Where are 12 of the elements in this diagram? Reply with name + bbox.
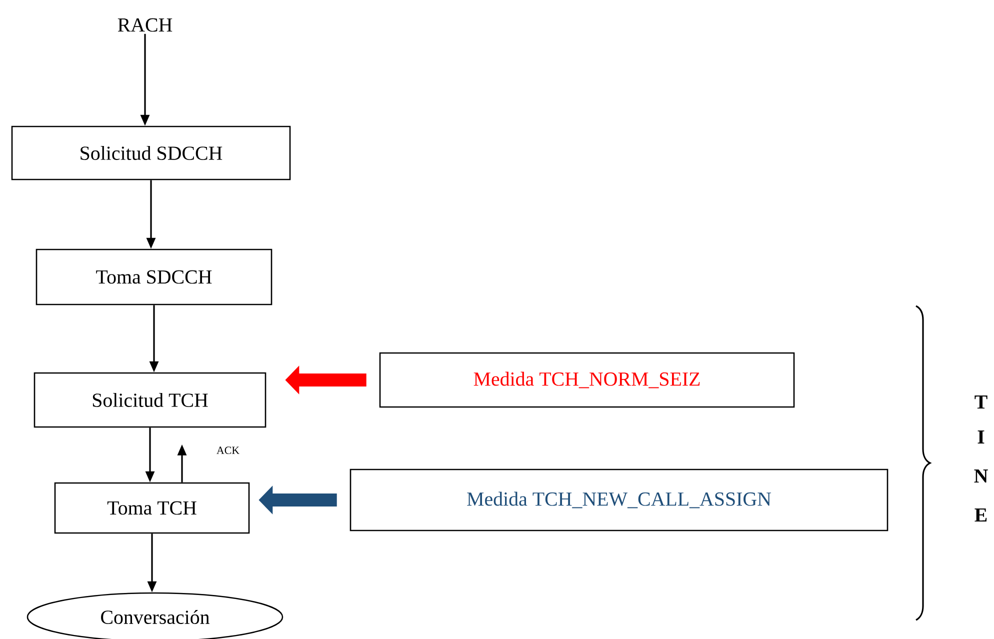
process-box: Solicitud TCH bbox=[34, 372, 266, 428]
letter: E bbox=[974, 508, 987, 522]
process-box: Toma SDCCH bbox=[36, 248, 272, 306]
process-box: Medida TCH_NORM_SEIZ bbox=[379, 352, 795, 408]
process-box: Toma TCH bbox=[54, 482, 250, 534]
letter: T bbox=[974, 395, 988, 409]
flow-label: RACH bbox=[118, 18, 172, 32]
process-box: Solicitud SDCCH bbox=[11, 126, 291, 180]
process-box: Medida TCH_NEW_CALL_ASSIGN bbox=[350, 468, 888, 532]
edge-label: ACK bbox=[215, 446, 241, 456]
letter: I bbox=[978, 430, 984, 444]
letter: N bbox=[974, 469, 988, 483]
